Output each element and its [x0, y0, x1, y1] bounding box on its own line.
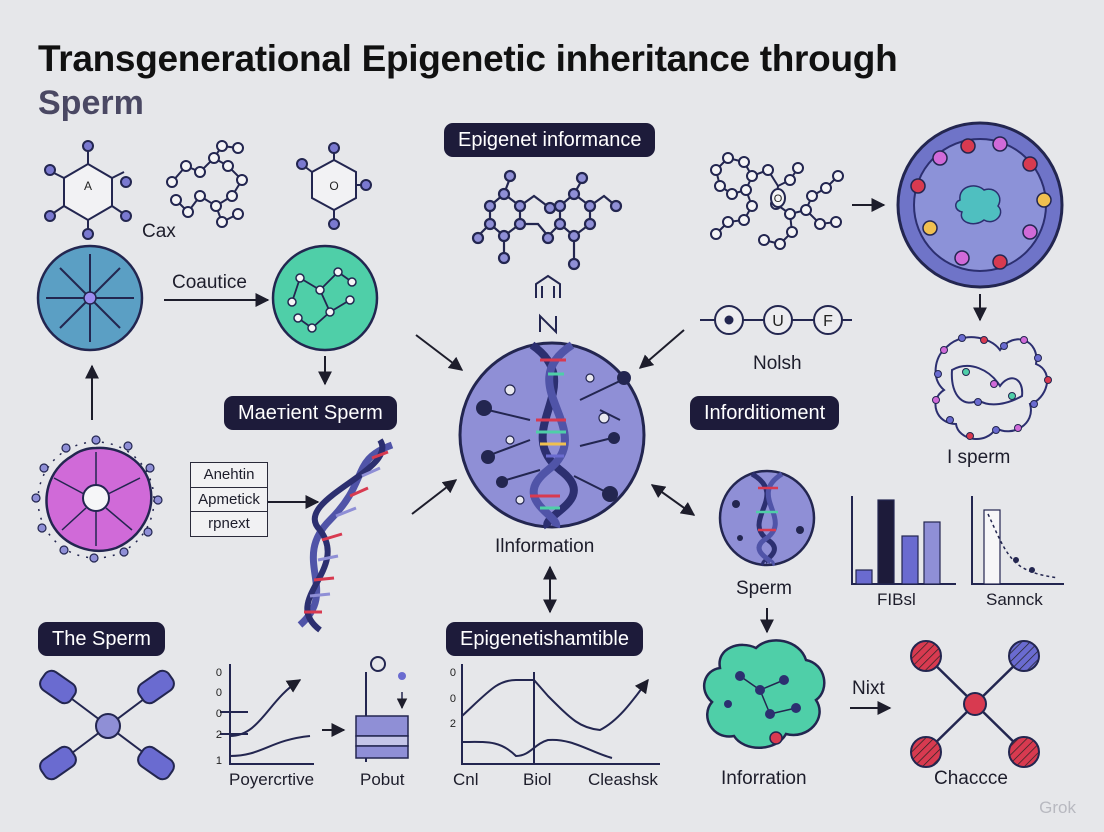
label-pobut: Pobut — [360, 770, 405, 789]
label-information: Ilnformation — [495, 536, 595, 557]
svg-text:0: 0 — [450, 667, 456, 679]
svg-text:0: 0 — [216, 667, 222, 679]
label-biol: Biol — [523, 770, 552, 789]
svg-text:0: 0 — [216, 687, 222, 699]
dna-helix-left-icon — [297, 438, 394, 633]
pill-epigenetishamtible: Epigenetishamtible — [446, 622, 643, 656]
pill-epigenet-informance: Epigenet informance — [444, 123, 656, 157]
line-chart-cnl-biol-icon — [461, 664, 660, 765]
twin-molecule-icon — [471, 169, 623, 271]
sperm-dna-circle-icon — [718, 469, 816, 567]
magenta-cell-icon — [31, 435, 163, 563]
box-item: Apmetick — [190, 486, 268, 513]
teal-protein-blob-icon — [702, 639, 826, 749]
big-cell-icon — [896, 121, 1064, 289]
ring-chain-molecule-icon — [710, 152, 844, 250]
node-f-label: F — [823, 313, 833, 330]
teal-cell-network-icon — [271, 244, 379, 352]
pill-maetient-sperm: Maeтient Sperm — [224, 396, 397, 430]
axis-ticks-chart2: 0 0 2 — [450, 667, 456, 730]
box-item: Anehtin — [190, 462, 268, 488]
axis-ticks-chart1: 0 0 0 2 1 — [216, 667, 222, 767]
grok-watermark: Grok — [1039, 798, 1076, 817]
line-chart-poyercrtive-icon — [220, 664, 314, 765]
svg-text:0: 0 — [216, 708, 222, 720]
hexagon-center-glyph: O — [329, 179, 338, 193]
label-cax: Cax — [142, 221, 176, 242]
label-nolsh: Nolsh — [753, 353, 802, 374]
svg-text:1: 1 — [216, 755, 222, 767]
blue-cell-network-icon — [36, 244, 144, 352]
label-poyercrtive: Poyercrtive — [229, 770, 315, 789]
svg-text:2: 2 — [216, 729, 222, 741]
chain-center-glyph: O — [774, 193, 783, 205]
pill-the-sperm: The Sperm — [38, 622, 165, 656]
label-sannck: Sannck — [986, 590, 1043, 609]
node-u-label: U — [772, 313, 784, 330]
hexagon-molecule-a-icon — [44, 140, 132, 240]
line-chart-sannck-icon — [971, 496, 1064, 585]
label-box-stack: Anehtin Apmetick rpnext — [190, 462, 268, 537]
label-nixt: Nixt — [852, 678, 885, 699]
flow-arrows-left — [85, 293, 332, 509]
page-subtitle: Sperm — [38, 84, 144, 122]
label-cnl: Cnl — [453, 770, 479, 789]
label-chaccce: Chaccce — [934, 768, 1008, 789]
x-network-chaccce-icon — [910, 640, 1040, 768]
chromatin-beads — [932, 334, 1052, 440]
svg-text:0: 0 — [450, 693, 456, 705]
bar-chart-fibsl-icon — [851, 496, 956, 585]
page-title: Transgenerational Epigenetic inheritance… — [38, 38, 898, 79]
label-sperm: Sperm — [736, 578, 792, 599]
arrows-to-center — [411, 329, 696, 614]
x-shaped-protein-icon — [39, 669, 175, 781]
node-chain-icon — [700, 305, 852, 335]
label-cleashsk: Cleashsk — [588, 770, 658, 789]
rocket-glyph-icon — [535, 274, 561, 335]
hexagon-letter: A — [84, 179, 92, 193]
hexagon-molecule-o-icon — [296, 142, 372, 230]
pill-inforditioment: Inforditioment — [690, 396, 840, 430]
label-inforration: Inforration — [721, 768, 807, 789]
label-coautice: Coautice — [172, 272, 247, 293]
label-i-sperm: I sperm — [947, 447, 1011, 468]
chain-molecule-icon — [166, 140, 248, 228]
svg-text:2: 2 — [450, 718, 456, 730]
central-dna-sphere-icon — [458, 341, 646, 530]
label-fibsl: FIBsl — [877, 590, 916, 609]
stack-chart-pobut-icon — [355, 656, 409, 762]
box-item: rpnext — [190, 511, 268, 537]
chromatin-cluster-icon — [934, 336, 1048, 441]
